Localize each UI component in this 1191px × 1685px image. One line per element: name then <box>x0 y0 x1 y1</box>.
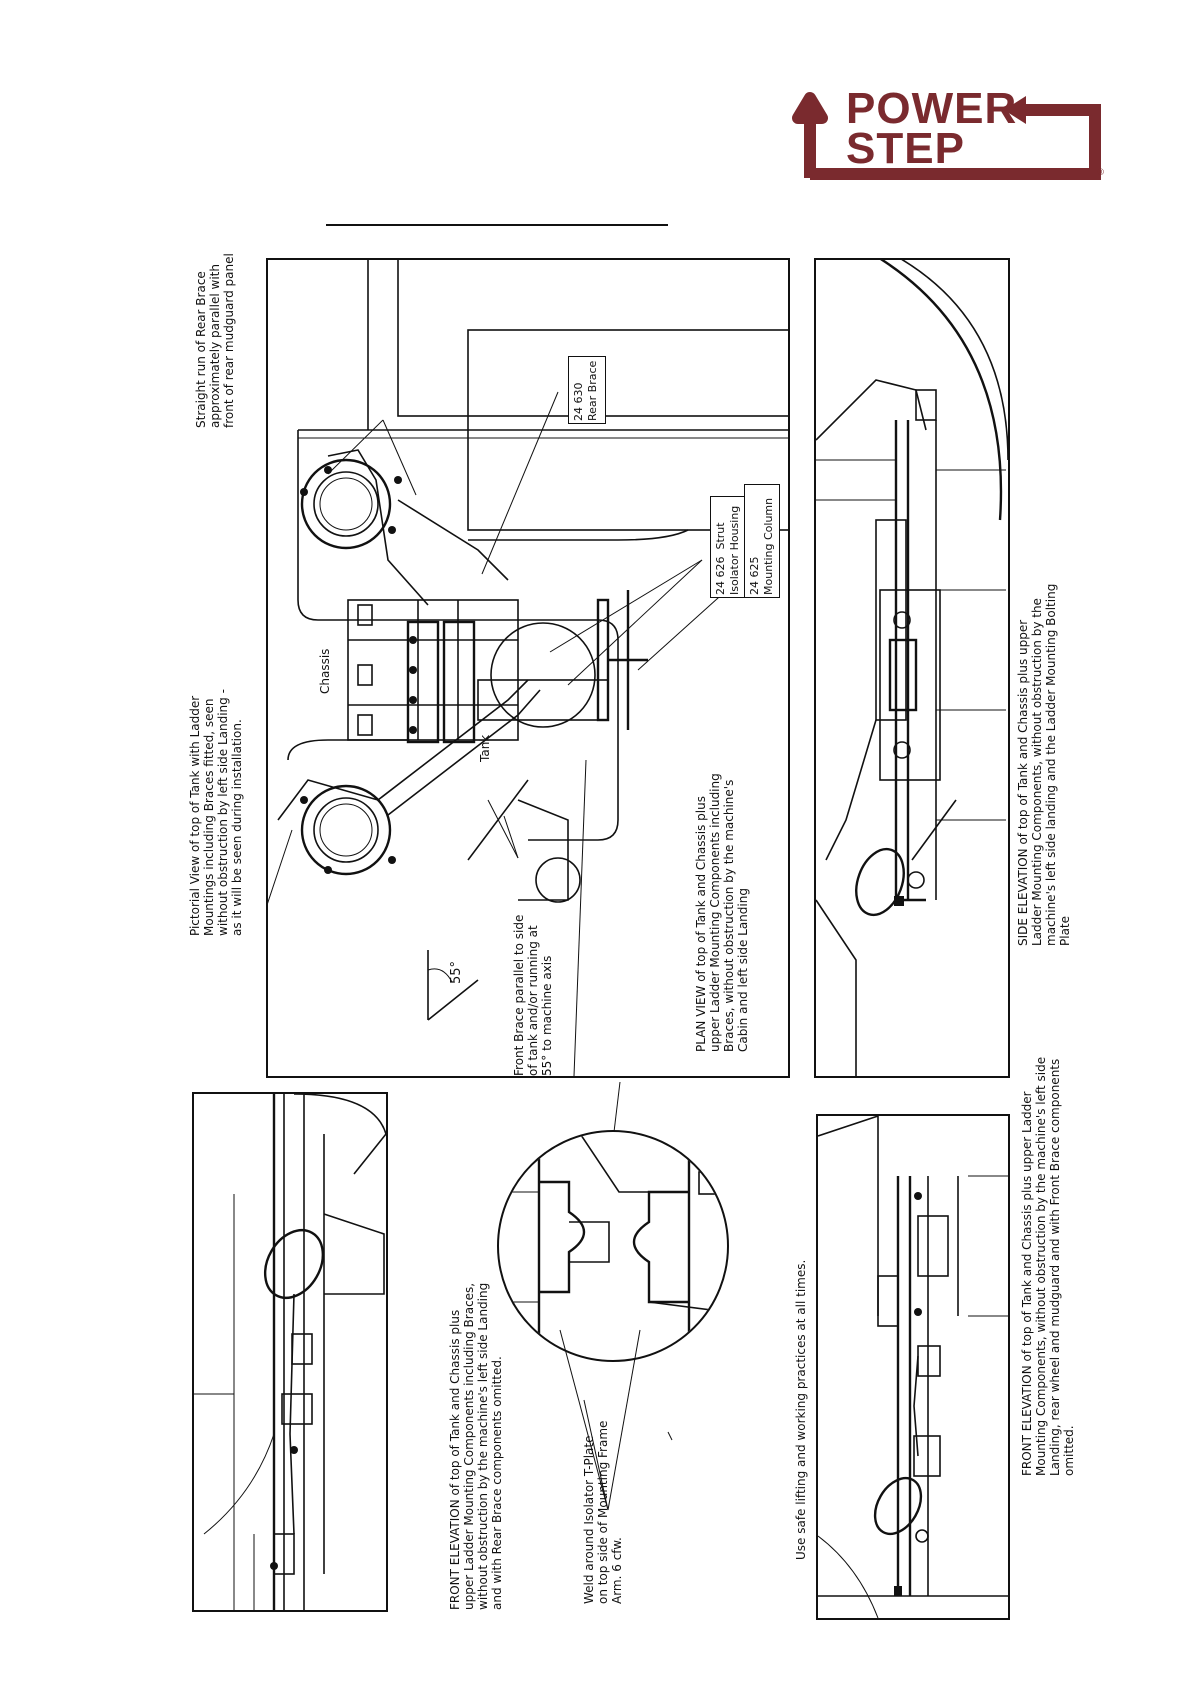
tank-label: Tank <box>478 734 492 762</box>
logo-registered: ® <box>1096 168 1105 178</box>
logo-line2: STEP <box>846 124 965 173</box>
power-step-logo: POWER STEP ® <box>790 84 1110 186</box>
pictorial-note: Pictorial View of top of Tank with Ladde… <box>188 689 244 936</box>
strut-label: 24 626 Strut Isolator Housing <box>714 505 741 595</box>
angle-label: 55° <box>449 960 464 984</box>
strut-label-box: 24 626 Strut Isolator Housing <box>710 496 746 598</box>
front-brace-note: Front Brace parallel to side of tank and… <box>512 914 554 1076</box>
chassis-label: Chassis <box>318 648 332 694</box>
front-elevation-right-caption: FRONT ELEVATION of top of Tank and Chass… <box>1020 1056 1076 1476</box>
logo-arrows-icon <box>792 92 1101 180</box>
plan-view-panel: 24 630 Rear Brace 24 626 Strut Isolator … <box>266 258 790 1078</box>
weld-note: Weld around Isolator T-Plate on top side… <box>582 1420 624 1604</box>
side-elevation-caption-text: SIDE ELEVATION of top of Tank and Chassi… <box>1016 583 1072 946</box>
column-label-box: 24 625 Mounting Column <box>744 484 780 598</box>
header-rule <box>326 224 668 226</box>
front-elevation-right-drawing <box>818 1116 1008 1618</box>
safety-note: Use safe lifting and working practices a… <box>794 1259 808 1560</box>
plan-view-drawing <box>268 260 788 1076</box>
rear-brace-label-box: 24 630 Rear Brace <box>568 356 606 424</box>
detail-drawing <box>499 1132 727 1360</box>
front-elevation-left-panel <box>192 1092 388 1612</box>
detail-circle <box>497 1130 729 1362</box>
rear-brace-label: 24 630 Rear Brace <box>572 360 599 421</box>
front-elevation-left-caption: FRONT ELEVATION of top of Tank and Chass… <box>448 1282 504 1610</box>
front-elevation-left-drawing <box>194 1094 386 1610</box>
plan-view-caption: PLAN VIEW of top of Tank and Chassis plu… <box>694 773 750 1052</box>
side-elevation-panel <box>814 258 1010 1078</box>
column-label: 24 625 Mounting Column <box>748 497 775 595</box>
logo-line1: POWER <box>846 84 1018 133</box>
rear-brace-note: Straight run of Rear Brace approximately… <box>194 253 236 428</box>
front-elevation-right-panel <box>816 1114 1010 1620</box>
side-elevation-drawing <box>816 260 1008 1076</box>
